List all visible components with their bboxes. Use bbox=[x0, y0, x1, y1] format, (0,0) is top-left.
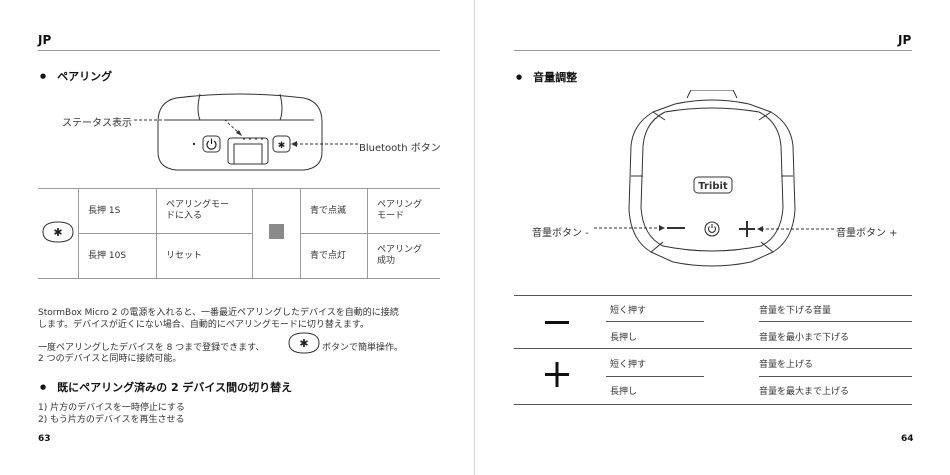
result-2-line1: ペアリング bbox=[377, 245, 423, 255]
plus-short-result: 音量を上げる bbox=[759, 360, 814, 370]
minus-long-result: 音量を最小まで下げる bbox=[759, 333, 850, 343]
minus-icon bbox=[545, 321, 569, 324]
page-number-right: 64 bbox=[901, 434, 914, 444]
para2-line2: 2 つのデバイスと同時に接続可能。 bbox=[38, 354, 182, 364]
result-cell-1: ペアリングモード bbox=[367, 188, 440, 234]
brand-logo: Tribit bbox=[698, 181, 728, 192]
pairing-section-title: ペアリング bbox=[40, 68, 112, 84]
table-top-rule bbox=[514, 295, 912, 296]
row-rule bbox=[759, 321, 912, 322]
plus-long-press: 長押し bbox=[610, 387, 638, 397]
row-rule bbox=[759, 376, 912, 377]
plus-short-press: 短く押す bbox=[610, 360, 647, 370]
para1-line1: StormBox Micro 2 の電源を入れると、一番最近ペアリングしたデバイ… bbox=[38, 308, 399, 318]
light-solid: 青で点灯 bbox=[300, 233, 368, 279]
para2-line1b: ボタンで簡単操作。 bbox=[322, 343, 404, 353]
step-1: 1) 片方のデバイスを一時停止にする bbox=[38, 403, 185, 413]
status-light-square bbox=[269, 224, 284, 239]
result-2-line2: 成功 bbox=[377, 256, 396, 266]
result-1-line2: モード bbox=[377, 211, 405, 221]
table-row: ✱ 長押 1S ペアリングモードに入る 青で点滅 ペアリングモード bbox=[38, 188, 440, 279]
left-header-rule bbox=[38, 50, 440, 51]
bluetooth-icon: ✱ bbox=[278, 141, 286, 151]
left-page: JP ペアリング ✱ ステータス表示 Bluetooth ボタン bbox=[0, 0, 475, 475]
plus-long-result: 音量を最大まで上げる bbox=[759, 387, 850, 397]
speaker-side-figure: ✱ bbox=[134, 93, 358, 171]
status-light-cell bbox=[252, 188, 301, 279]
plus-icon bbox=[545, 362, 569, 387]
row-rule bbox=[606, 376, 704, 377]
volume-plus-label: 音量ボタン + bbox=[836, 228, 898, 239]
bluetooth-icon: ✱ bbox=[42, 220, 74, 243]
page-divider bbox=[474, 0, 475, 475]
table-bottom-rule bbox=[514, 404, 912, 405]
bluetooth-cell: ✱ bbox=[38, 188, 79, 279]
bluetooth-icon: ✱ bbox=[288, 332, 320, 354]
para2-line1a: 一度ペアリングしたデバイスを 8 つまで登録できます、 bbox=[38, 343, 265, 353]
action-1-line1: ペアリングモー bbox=[166, 200, 230, 210]
table-row: 長押 10S リセット 青で点灯 ペアリング成功 bbox=[38, 233, 440, 279]
svg-text:✱: ✱ bbox=[299, 337, 308, 350]
press-1s: 長押 1S bbox=[78, 188, 157, 234]
volume-minus-label: 音量ボタン - bbox=[532, 228, 589, 239]
light-blink: 青で点滅 bbox=[300, 188, 368, 234]
minus-long-press: 長押し bbox=[610, 333, 638, 343]
step-2: 2) もう片方のデバイスを再生させる bbox=[38, 415, 185, 425]
power-icon bbox=[206, 138, 217, 150]
switch-devices-title: 既にペアリング済みの 2 デバイス間の切り替え bbox=[40, 379, 292, 395]
action-cell-1: ペアリングモードに入る bbox=[156, 188, 253, 234]
action-1-line2: ドに入る bbox=[166, 211, 203, 221]
speaker-top-figure: Tribit bbox=[594, 90, 834, 267]
right-page-header: JP bbox=[898, 33, 912, 47]
table-mid-rule bbox=[514, 348, 912, 349]
result-cell-2: ペアリング成功 bbox=[367, 233, 440, 279]
minus-short-result: 音量を下げる音量 bbox=[759, 306, 832, 316]
status-indicator-label: ステータス表示 bbox=[62, 118, 132, 129]
power-icon bbox=[704, 221, 720, 237]
minus-short-press: 短く押す bbox=[610, 306, 647, 316]
left-page-header: JP bbox=[38, 33, 52, 47]
right-header-rule bbox=[514, 50, 912, 51]
svg-text:✱: ✱ bbox=[53, 226, 62, 239]
result-1-line1: ペアリング bbox=[377, 200, 423, 210]
volume-section-title: 音量調整 bbox=[516, 69, 577, 85]
pairing-table: ✱ 長押 1S ペアリングモードに入る 青で点滅 ペアリングモード 長押 10S… bbox=[38, 188, 440, 279]
page-number-left: 63 bbox=[38, 434, 51, 444]
bluetooth-button-label: Bluetooth ボタン bbox=[359, 143, 441, 154]
action-cell-2: リセット bbox=[156, 233, 253, 279]
para1-line2: します。デバイスが近くにない場合、自動的にペアリングモードに切り替えます。 bbox=[38, 320, 369, 330]
row-rule bbox=[606, 321, 704, 322]
right-page: JP 音量調整 Tribit 音量ボタン - 音量ボタン + bbox=[475, 0, 950, 475]
plus-icon bbox=[739, 221, 755, 237]
press-10s: 長押 10S bbox=[78, 233, 157, 279]
